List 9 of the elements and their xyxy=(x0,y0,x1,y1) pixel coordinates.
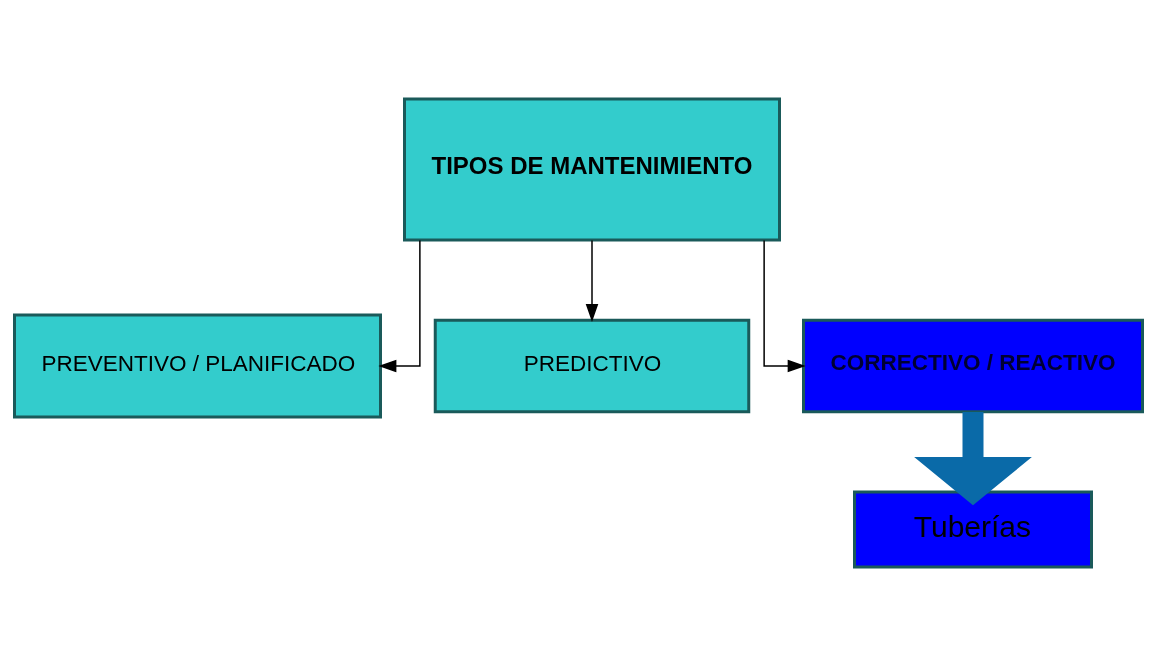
node-box: Tuberías xyxy=(853,490,1093,569)
node-box: PREDICTIVO xyxy=(433,318,751,414)
node-box: PREVENTIVO / PLANIFICADO xyxy=(13,313,382,419)
arrow xyxy=(378,239,421,373)
node-box: CORRECTIVO / REACTIVO xyxy=(802,318,1144,414)
arrow xyxy=(763,239,806,373)
arrow xyxy=(585,239,599,322)
node-box: TIPOS DE MANTENIMIENTO xyxy=(403,97,781,242)
arrow xyxy=(914,412,1032,506)
